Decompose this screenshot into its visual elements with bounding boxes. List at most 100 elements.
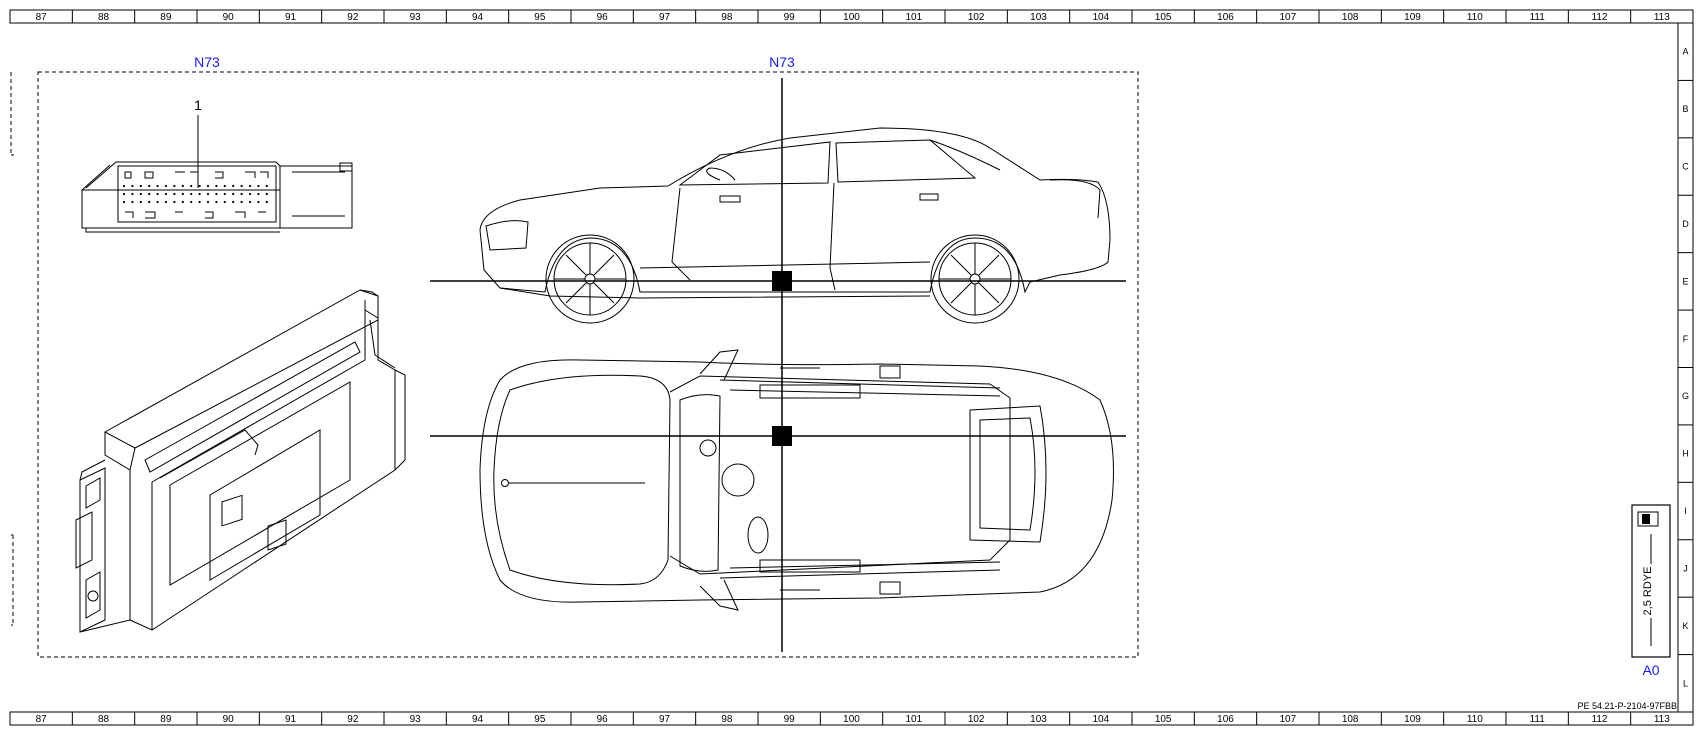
document-id: PE 54.21-P-2104-97FBB [1577,701,1677,711]
connector-pin [164,192,168,196]
column-label: 88 [98,12,110,23]
row-label: L [1683,678,1688,688]
connector-pin [248,200,252,204]
connector-pin [257,200,260,204]
connector-pin [215,192,218,196]
connector-pin [122,192,126,196]
connector-pin [206,184,210,188]
row-label: J [1683,563,1688,573]
column-label: 99 [784,12,796,23]
connector-pin [131,184,134,188]
column-label: 107 [1279,714,1296,725]
column-label: 112 [1592,714,1608,725]
connector-pin [198,184,201,188]
connector-callout: 1 [194,97,202,113]
row-label: F [1683,334,1689,344]
connector-pins [122,184,268,204]
connector-pin [173,200,176,204]
row-label: B [1682,104,1688,114]
column-label: 92 [347,714,359,725]
column-label: 109 [1404,12,1421,23]
connector-pin [156,184,159,188]
column-label: 89 [160,12,172,23]
connector-pin [206,192,210,196]
column-label: 100 [843,12,860,23]
location-marker-top [772,426,792,446]
column-label: 112 [1592,12,1608,23]
column-label: 95 [534,714,546,725]
column-label: 102 [968,12,985,23]
column-label: 95 [534,12,546,23]
row-label: A [1682,47,1688,57]
component-ref-center: N73 [769,54,795,70]
column-label: 103 [1030,12,1047,23]
vehicle-top-view-drawing [479,349,1114,611]
info-icon [1642,514,1650,524]
wire-color-label: 2,5 RDYE [1642,567,1654,616]
connector-pin [240,200,243,204]
connector-pin [198,192,201,196]
connector-pin [223,200,226,204]
column-label: 98 [721,714,733,725]
column-label: 110 [1467,714,1483,725]
connector-pin [265,184,268,188]
column-label: 87 [36,714,48,725]
column-label: 101 [905,714,922,725]
connector-pin [248,184,252,188]
column-label: 106 [1217,12,1234,23]
connector-pin [148,200,151,204]
column-label: 104 [1092,12,1109,23]
control-unit-housing-drawing [75,289,406,633]
connector-pin [215,200,218,204]
connector-pin [190,192,193,196]
connector-pin [248,192,252,196]
connector-pin [190,184,193,188]
connector-plug-drawing [81,161,353,233]
column-label: 113 [1654,12,1670,23]
column-label: 108 [1342,12,1359,23]
vehicle-side-view-drawing [479,127,1111,324]
column-label: 93 [410,714,422,725]
column-label: 102 [968,714,985,725]
column-label: 90 [223,714,235,725]
connector-pin [156,192,159,196]
connector-pin [198,200,201,204]
connector-legend-box: 2,5 RDYE [1631,504,1671,658]
connector-pin [223,184,226,188]
connector-ref: A0 [1642,662,1659,678]
column-label: 111 [1530,714,1546,725]
component-ref-left: N73 [194,54,220,70]
row-label: G [1682,391,1689,401]
connector-pin [265,200,268,204]
row-label: I [1684,506,1687,516]
connector-pin [122,200,126,204]
connector-pin [232,200,235,204]
left-edge-bracket [10,72,14,626]
connector-pin [131,200,134,204]
connector-pin [131,192,134,196]
column-label: 90 [223,12,235,23]
connector-pin [181,192,184,196]
column-label: 99 [784,714,796,725]
connector-pin [240,192,243,196]
connector-pin [139,200,142,204]
connector-pin [181,200,184,204]
location-crosshair [430,78,1126,652]
connector-pin [173,192,176,196]
connector-pin [139,184,142,188]
connector-pin [164,200,168,204]
column-label: 91 [285,12,297,23]
column-label: 107 [1279,12,1296,23]
column-label: 105 [1155,714,1172,725]
row-label: K [1682,621,1688,631]
connector-pin [232,184,235,188]
connector-pin [265,192,268,196]
column-label: 105 [1155,12,1172,23]
column-label: 96 [597,714,609,725]
connector-pin [139,192,142,196]
column-label: 97 [659,714,671,725]
connector-pin [223,192,226,196]
